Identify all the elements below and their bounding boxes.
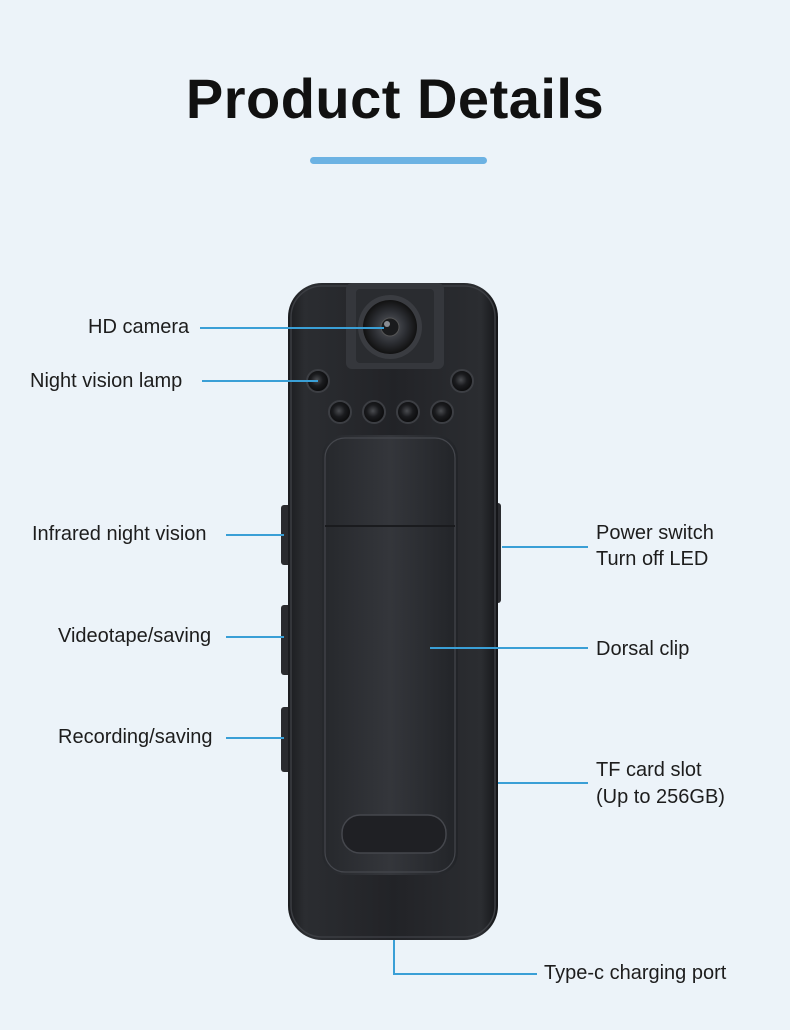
label-recording-saving: Recording/saving: [58, 726, 213, 748]
label-type-c-port: Type-c charging port: [544, 962, 727, 984]
label-tf-card-capacity: (Up to 256GB): [596, 786, 725, 808]
type-c-vline: [393, 940, 395, 975]
infrared-line: [226, 534, 284, 536]
label-turn-off-led: Turn off LED: [596, 548, 709, 570]
videotape-line: [226, 636, 284, 638]
dorsal-clip-line: [430, 647, 588, 649]
type-c-hline: [393, 973, 537, 975]
label-hd-camera: HD camera: [88, 316, 190, 338]
label-dorsal-clip: Dorsal clip: [596, 638, 690, 660]
label-tf-card-slot: TF card slot: [596, 759, 702, 781]
night-vision-lamp-line: [202, 380, 318, 382]
label-night-vision-lamp: Night vision lamp: [30, 370, 183, 392]
tf-card-line: [498, 782, 588, 784]
recording-line: [226, 737, 284, 739]
page-title: Product Details: [185, 67, 605, 130]
label-infrared-night-vision: Infrared night vision: [32, 523, 207, 545]
camera-device-image: [281, 283, 501, 940]
hd-camera-line: [200, 327, 384, 329]
power-switch-line: [502, 546, 588, 548]
label-videotape-saving: Videotape/saving: [58, 625, 212, 647]
label-power-switch: Power switch: [596, 522, 714, 544]
title-underline: [310, 157, 487, 164]
